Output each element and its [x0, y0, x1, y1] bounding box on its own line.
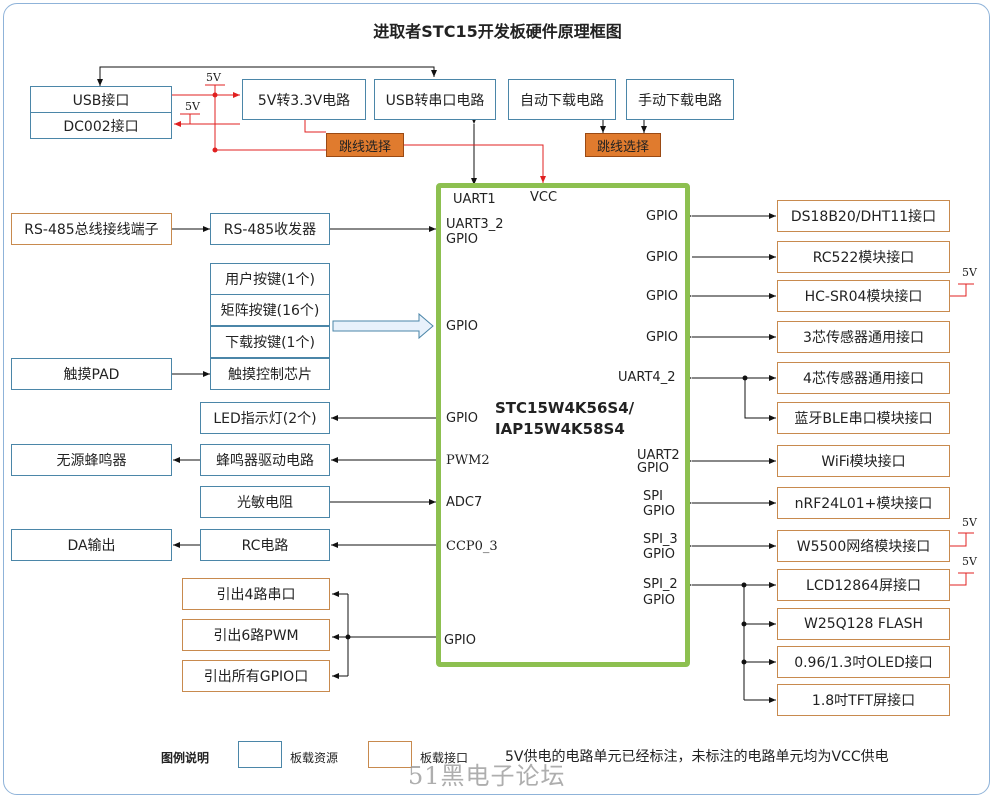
pin-adc7: ADC7 [446, 495, 483, 510]
pin-vcc: VCC [530, 190, 558, 205]
usb-serial-circuit: USB转串口电路 [374, 79, 496, 120]
rc-circuit: RC电路 [200, 529, 330, 561]
manual-download-circuit: 手动下载电路 [626, 79, 734, 120]
pin-gpio-rc522: GPIO [646, 250, 678, 265]
diagram-title: 进取者STC15开发板硬件原理框图 [373, 22, 622, 41]
auto-download-circuit: 自动下载电路 [508, 79, 616, 120]
4pin-sensor-port: 4芯传感器通用接口 [777, 362, 950, 394]
legend-board-interface-swatch [368, 741, 412, 768]
legend-note: 5V供电的电路单元已经标注，未标注的电路单元均为VCC供电 [505, 749, 889, 765]
pin-uart4-2: UART4_2 [618, 370, 676, 385]
watermark: 51黑电子论坛 [408, 762, 566, 790]
wifi-port: WiFi模块接口 [777, 445, 950, 477]
pin-gpio-sensor3: GPIO [646, 330, 678, 345]
legend-title: 图例说明 [161, 751, 210, 765]
da-output: DA输出 [11, 529, 172, 561]
pin-gpio-keys: GPIO [446, 319, 478, 334]
5v-label-w5500: 5V [962, 516, 977, 529]
rs485-terminal: RS-485总线接线端子 [11, 213, 172, 245]
passive-buzzer: 无源蜂鸣器 [11, 444, 172, 476]
touch-pad: 触摸PAD [11, 358, 172, 390]
5v-label-usb: 5V [206, 71, 221, 84]
out-4-uart: 引出4路串口 [182, 578, 330, 610]
pin-gpio-ds18b20: GPIO [646, 209, 678, 224]
legend-board-resource-swatch [238, 741, 282, 768]
5v-to-3v3-circuit: 5V转3.3V电路 [242, 79, 366, 120]
rc522-port: RC522模块接口 [777, 241, 950, 273]
lcd12864-port: LCD12864屏接口 [777, 569, 950, 601]
ble-uart-port: 蓝牙BLE串口模块接口 [777, 402, 950, 434]
pin-spi: SPI [643, 489, 663, 504]
pin-gpio-lcd: GPIO [643, 593, 675, 608]
pin-uart2: UART2 [637, 448, 680, 463]
pin-gpio-hcsr04: GPIO [646, 289, 678, 304]
out-6-pwm: 引出6路PWM [182, 619, 330, 651]
5v-label-hcsr04: 5V [962, 266, 977, 279]
download-key: 下载按键(1个) [210, 326, 330, 358]
chip-model-line1: STC15W4K56S4/ [495, 399, 635, 417]
touch-controller-chip: 触摸控制芯片 [210, 358, 330, 390]
out-all-gpio: 引出所有GPIO口 [182, 660, 330, 692]
pin-pwm2: PWM2 [446, 453, 490, 468]
5v-label-dc: 5V [185, 100, 200, 113]
diagram-frame [3, 3, 990, 795]
pin-gpio-wifi: GPIO [637, 461, 669, 476]
chip-model-line2: IAP15W4K58S4 [495, 420, 625, 438]
hc-sr04-port: HC-SR04模块接口 [777, 280, 950, 312]
legend-board-resource-label: 板载资源 [290, 751, 339, 765]
jumper-select-download: 跳线选择 [585, 133, 661, 157]
user-key: 用户按键(1个) [210, 263, 330, 295]
rs485-transceiver: RS-485收发器 [210, 213, 330, 245]
pin-spi3: SPI_3 [643, 532, 678, 547]
ds18b20-dht11-port: DS18B20/DHT11接口 [777, 200, 950, 232]
tft-port: 1.8吋TFT屏接口 [777, 684, 950, 716]
pin-gpio-out: GPIO [444, 633, 476, 648]
photoresistor: 光敏电阻 [200, 486, 330, 518]
usb-port: USB接口 [30, 86, 172, 113]
matrix-keys: 矩阵按键(16个) [210, 294, 330, 326]
buzzer-driver-circuit: 蜂鸣器驱动电路 [200, 444, 330, 476]
pin-uart1: UART1 [453, 192, 496, 207]
3pin-sensor-port: 3芯传感器通用接口 [777, 321, 950, 353]
pin-spi2: SPI_2 [643, 577, 678, 592]
mcu-block [436, 183, 690, 667]
w5500-port: W5500网络模块接口 [777, 530, 950, 562]
5v-label-lcd: 5V [962, 555, 977, 568]
oled-port: 0.96/1.3吋OLED接口 [777, 646, 950, 678]
nrf24l01-port: nRF24L01+模块接口 [777, 487, 950, 519]
chip-model: STC15W4K56S4/ IAP15W4K58S4 [495, 398, 634, 440]
pin-uart3-2: UART3_2 [446, 217, 504, 232]
pin-gpio-led: GPIO [446, 411, 478, 426]
pin-gpio-nrf: GPIO [643, 504, 675, 519]
jumper-select-power: 跳线选择 [326, 133, 404, 157]
led-indicators: LED指示灯(2个) [200, 402, 330, 434]
w25q128-flash: W25Q128 FLASH [777, 608, 950, 640]
legend-board-interface-label: 板载接口 [420, 751, 469, 765]
pin-gpio-w5500: GPIO [643, 547, 675, 562]
pin-ccp0-3: CCP0_3 [446, 539, 498, 554]
dc002-port: DC002接口 [30, 112, 172, 139]
pin-gpio-rs485: GPIO [446, 232, 478, 247]
